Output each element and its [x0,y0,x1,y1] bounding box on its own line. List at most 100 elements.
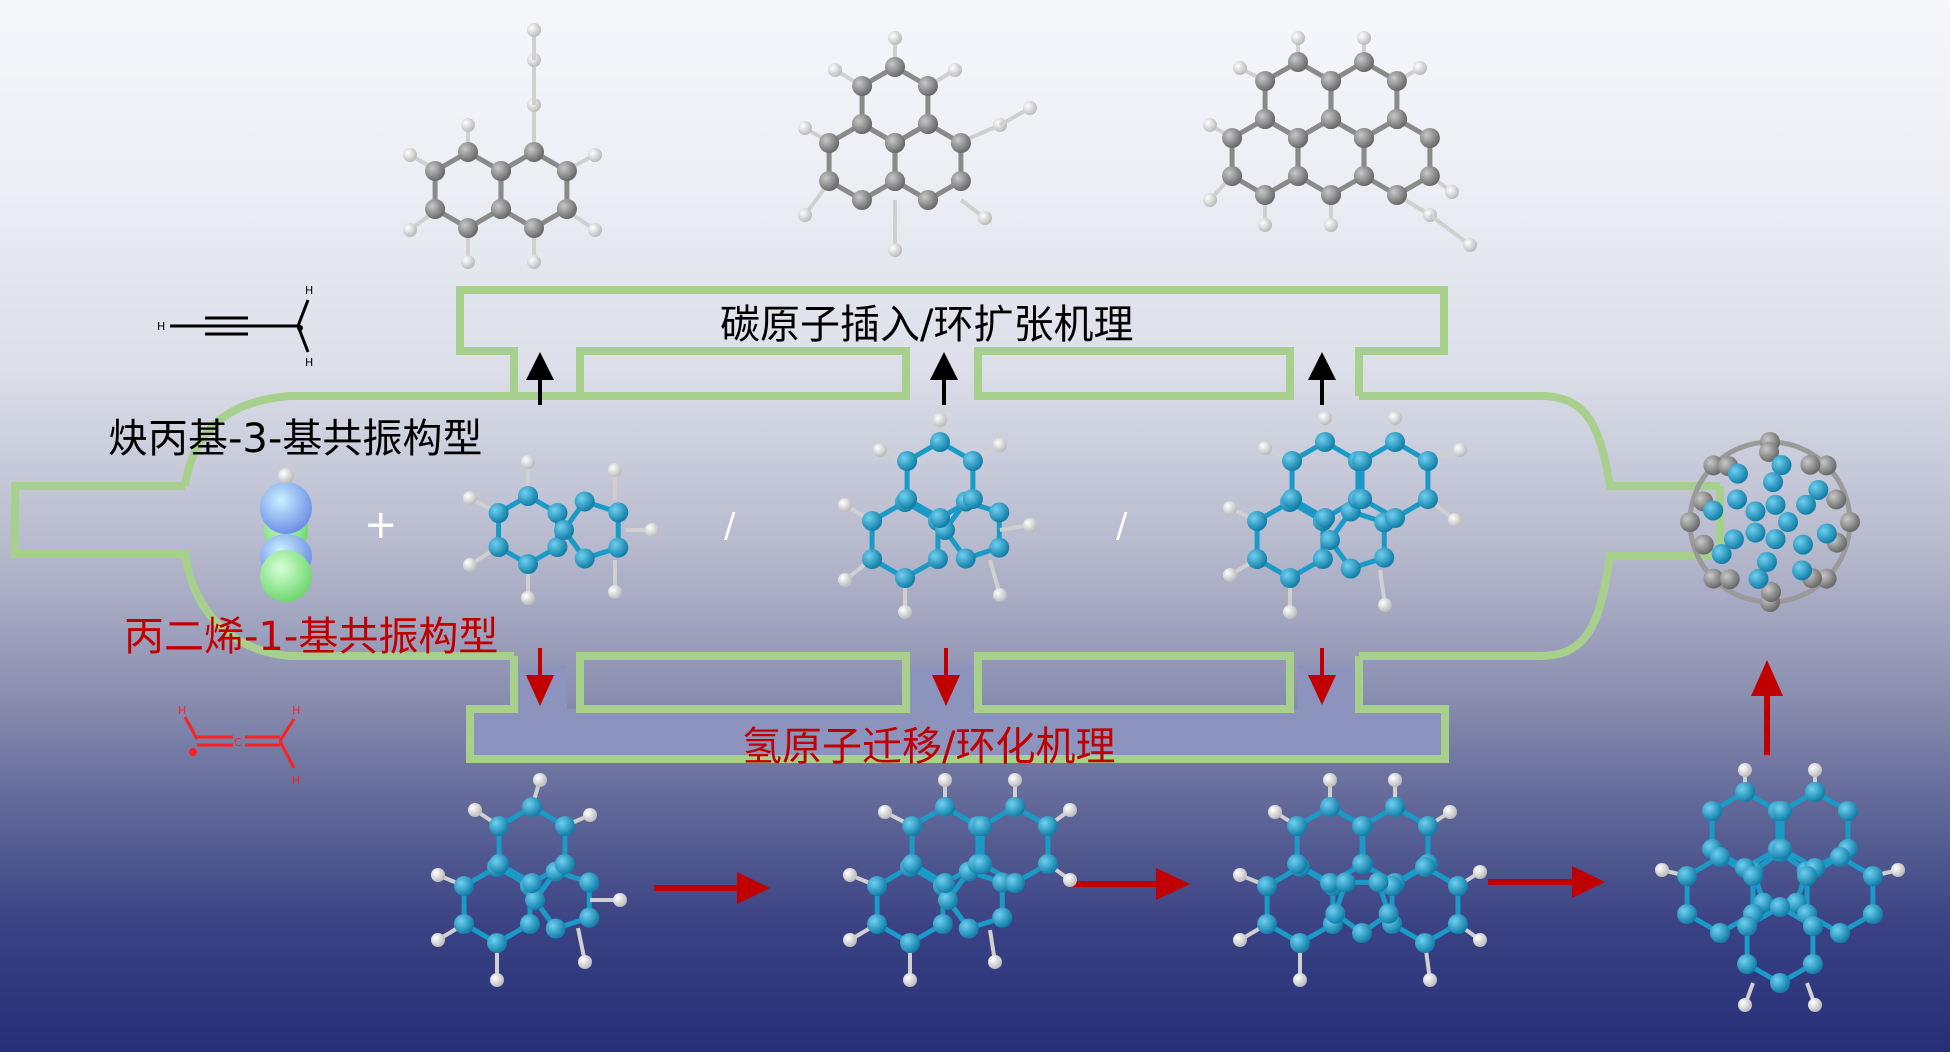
carbon-atom [608,502,629,523]
carbon-atom [522,797,542,817]
hydrogen-atom [843,868,857,882]
carbon-atom [1282,451,1303,471]
carbon-atom [1415,857,1435,877]
carbon-atom [1255,71,1276,91]
carbon-atom [1765,494,1786,515]
carbon-atom [1282,489,1303,509]
carbon-atom [955,548,976,569]
hydrogen-atom [1445,185,1459,199]
carbon-atom [1387,109,1407,129]
carbon-atom [524,218,544,238]
carbon-atom [1222,166,1243,186]
carbon-atom [579,872,600,893]
svg-text:H: H [178,704,186,717]
carbon-atom [1257,876,1278,896]
carbon-atom [902,816,923,836]
carbon-atom [1321,109,1341,129]
molecule-indenyl [463,455,659,605]
molecule-acenaphthylene-like [838,413,1037,619]
carbon-atom [458,218,478,238]
carbon-atom [1321,185,1341,205]
carbon-atom [1772,801,1793,821]
carbon-atom [1797,866,1818,886]
carbon-atom [1419,166,1440,186]
carbon-atom [547,537,568,557]
hydrogen-atom [403,148,417,162]
hydrogen-atom [843,933,857,947]
hydrogen-atom [1448,513,1462,527]
carbon-atom [885,171,906,191]
h-atom-label: H [305,356,313,369]
right-arrow-icon [654,872,770,904]
up-arrow-icon [1751,660,1783,755]
carbon-atom [1287,816,1308,836]
down-arrow-icon [932,648,960,706]
carbon-atom [930,432,950,452]
carbon-atom [1693,534,1714,555]
hydrogen-atom [1258,218,1272,232]
carbon-atom [938,890,958,910]
hydrogen-atom [1323,773,1337,787]
carbon-atom [547,503,568,523]
hydrogen-atom [993,588,1007,602]
carbon-atom [488,537,509,557]
hydrogen-atom [1423,973,1437,987]
carbon-atom [1387,185,1407,205]
molecule-bowl-precursor-1 [431,773,627,987]
hydrogen-atom [533,773,547,787]
carbon-atom [1792,560,1813,581]
carbon-atom [1800,454,1821,475]
h-atom-label: H [305,284,313,297]
hydrogen-atom [1203,193,1217,207]
hydrogen-atom [838,498,852,512]
carbon-atom [819,133,840,153]
carbon-atom [1862,866,1883,886]
carbon-atom [556,161,577,181]
hydrogen-atom [1413,61,1427,75]
carbon-atom [1368,872,1389,893]
hydrogen-atom [431,933,445,947]
carbon-atom [867,914,888,934]
carbon-atom [958,918,979,939]
carbon-atom [962,451,983,471]
carbon-atom [962,489,983,509]
hydrogen-atom [1388,411,1402,425]
carbon-atom [1719,569,1740,590]
carbon-atom [1288,52,1308,72]
hydrogen-atom [521,455,535,469]
hydrogen-atom [978,211,992,225]
hydrogen-atom [1223,501,1237,515]
carbon-atom [819,171,840,191]
svg-text:C: C [234,736,242,749]
hydrogen-atom [1268,805,1282,819]
carbon-atom [1287,854,1308,874]
carbon-atom [930,508,950,528]
carbon-atom [525,890,545,910]
hydrogen-atom [1453,443,1467,457]
carbon-atom [1765,529,1786,550]
carbon-atom [1312,549,1333,569]
hydrogen-atom [468,803,482,817]
carbon-atom [519,914,540,934]
hydrogen-atom [828,63,842,77]
carbon-atom [1772,839,1793,859]
down-arrow-icon [1308,648,1336,705]
carbon-atom [1816,523,1837,544]
allenyl-structure: H C H H [178,704,300,787]
carbon-atom [1447,876,1468,896]
fullerene-c60 [1680,432,1860,612]
hydrogen-atom [527,23,541,37]
hydrogen-atom [463,558,477,572]
carbon-atom [1415,933,1435,953]
hydrogen-atom [948,63,962,77]
carbon-atom [1340,558,1361,579]
carbon-atom [902,854,923,874]
carbon-atom [522,873,542,893]
carbon-atom [491,161,512,181]
carbon-atom [1354,166,1375,186]
carbon-atom [1257,914,1278,934]
carbon-atom [1862,904,1883,924]
hydrogen-atom [838,573,852,587]
carbon-atom [1770,973,1790,993]
